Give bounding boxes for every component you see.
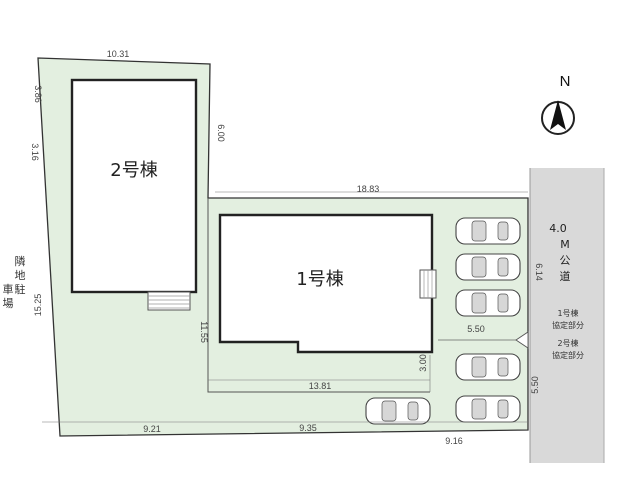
car-3 [455,289,521,317]
dim-bottom-left: 9.21 [143,424,161,434]
road-width: 4.0 [549,222,567,235]
north-arrow-icon [550,100,566,130]
legend-lot-2-line-1: 2号棟 [557,338,578,348]
car-1 [455,217,521,245]
dim-left-upper: 3.86 [33,85,43,103]
dimension-lines [42,191,528,423]
lot-divider-marker [438,331,529,349]
car-6 [365,397,431,425]
side-label-char: 駐 [15,282,26,296]
dim-left-lower: 15.25 [33,294,43,317]
legend-lot-1-line-2: 協定部分 [552,320,584,330]
north-compass: N [541,73,575,135]
road-name-1: 公 [560,254,571,267]
dim-bottom-middle: 9.35 [299,423,317,433]
dim-parking-upper: 6.14 [534,263,544,281]
side-label-char: 隣 [15,254,26,268]
north-label: N [560,73,571,90]
car-4 [455,353,521,381]
dim-inner-left: 11.55 [199,321,209,343]
road-name-2: 道 [560,269,571,283]
building-2-label: 2号棟 [110,160,157,181]
building-2-entrance-hatch [148,295,190,309]
dim-upper-width: 18.83 [357,184,380,194]
legend-lot-2-line-2: 協定部分 [552,350,584,360]
dim-building2-side: 6.00 [216,124,226,142]
building-2-entrance [147,291,191,311]
dim-bottom-right: 9.16 [445,436,463,446]
car-5 [455,395,521,423]
side-label-char: 車 [3,282,14,296]
building-1-entrance-hatch [423,270,433,298]
dim-top-width: 10.31 [107,49,130,59]
legend-lot-1-line-1: 1号棟 [557,308,578,318]
site-inner-outline [207,198,430,393]
building-2 [70,78,198,294]
car-2 [455,253,521,281]
side-label-char: 地 [15,269,26,282]
dim-left-middle: 3.16 [30,143,40,161]
dim-parking-width: 5.50 [467,324,485,334]
building-1-label: 1号棟 [296,269,343,290]
dim-inner-bottom: 13.81 [309,381,332,391]
public-road [530,168,604,463]
road-unit: M [560,238,570,251]
building-1 [218,213,434,354]
dim-inner-right: 3.00 [418,354,428,372]
side-label-char: 場 [3,297,14,310]
dim-parking-lower: 5.50 [530,376,540,394]
